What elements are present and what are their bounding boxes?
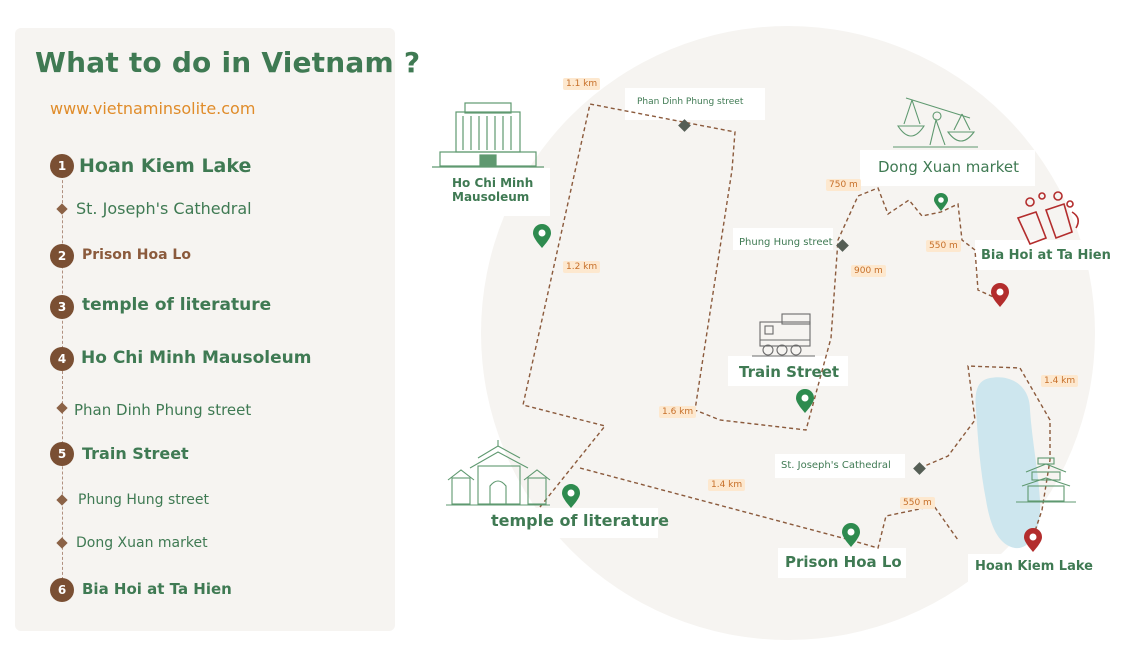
distance-badge: 1.4 km <box>708 479 746 491</box>
distance-badge: 1.6 km <box>659 406 697 418</box>
label-backdrop <box>968 554 1103 584</box>
lake-shape <box>975 377 1041 549</box>
place-label-bia-hoi: Bia Hoi at Ta Hien <box>981 248 1111 263</box>
website-link[interactable]: www.vietnaminsolite.com <box>50 99 256 118</box>
route-path-north <box>522 103 1001 508</box>
step-number-3: 3 <box>50 295 74 319</box>
mausoleum-illustration <box>432 102 544 168</box>
place-label-mausoleum-line1: Ho Chi Minh <box>452 176 534 190</box>
place-label-temple: temple of literature <box>491 511 669 530</box>
list-item-train-street[interactable]: Train Street <box>82 444 189 463</box>
beer-illustration <box>1016 191 1080 246</box>
map-pin-train-street[interactable] <box>796 389 814 413</box>
label-backdrop <box>860 150 1035 186</box>
step-number-6: 6 <box>50 578 74 602</box>
list-item-st-josephs-cathedral[interactable]: St. Joseph's Cathedral <box>76 199 252 218</box>
list-item-prison-hoa-lo[interactable]: Prison Hoa Lo <box>82 247 191 263</box>
place-label-mausoleum: Ho Chi Minh Mausoleum <box>452 176 534 204</box>
map-pin-temple[interactable] <box>562 484 580 508</box>
pagoda-illustration <box>1016 457 1076 503</box>
distance-badge: 900 m <box>851 265 886 277</box>
market-illustration <box>893 97 978 148</box>
distance-badge: 1.1 km <box>563 78 601 90</box>
step-number-4: 4 <box>50 347 74 371</box>
list-item-ho-chi-minh-mausoleum[interactable]: Ho Chi Minh Mausoleum <box>81 348 312 368</box>
place-label-phung-hung: Phung Hung street <box>739 237 833 248</box>
label-backdrop <box>486 508 658 538</box>
distance-badge: 550 m <box>900 497 935 509</box>
place-label-prison: Prison Hoa Lo <box>785 553 902 571</box>
list-item-phan-dinh-phung-street[interactable]: Phan Dinh Phung street <box>74 401 252 419</box>
step-number-2: 2 <box>50 244 74 268</box>
map-pin-hoan-kiem[interactable] <box>1024 528 1042 552</box>
place-label-hoan-kiem: Hoan Kiem Lake <box>975 559 1093 574</box>
page-title: What to do in Vietnam ? <box>35 46 421 79</box>
place-label-st-joseph: St. Joseph's Cathedral <box>781 460 891 471</box>
label-backdrop <box>728 356 848 386</box>
map-pin-bia-hoi[interactable] <box>991 283 1009 307</box>
place-label-train-street: Train Street <box>739 363 840 381</box>
map-background <box>481 26 1095 640</box>
list-item-temple-of-literature[interactable]: temple of literature <box>82 295 272 315</box>
label-backdrop <box>975 240 1115 270</box>
step-number-1: 1 <box>50 154 74 178</box>
label-backdrop <box>430 168 550 216</box>
map-pin-dong-xuan[interactable] <box>934 193 948 211</box>
distance-badge: 1.4 km <box>1041 375 1079 387</box>
label-backdrop <box>778 548 906 578</box>
list-item-hoan-kiem-lake[interactable]: Hoan Kiem Lake <box>79 155 252 177</box>
train-illustration <box>752 313 815 357</box>
label-backdrop <box>775 454 905 478</box>
itinerary-connector-line <box>62 165 63 590</box>
itinerary-panel <box>15 28 395 631</box>
distance-badge: 550 m <box>926 240 961 252</box>
label-backdrop <box>733 228 833 250</box>
place-label-dong-xuan: Dong Xuan market <box>878 158 1020 176</box>
place-label-mausoleum-line2: Mausoleum <box>452 190 530 204</box>
route-path-south <box>579 365 1051 549</box>
map-pin-mausoleum[interactable] <box>533 224 551 248</box>
list-item-bia-hoi-at-ta-hien[interactable]: Bia Hoi at Ta Hien <box>82 580 232 598</box>
distance-badge: 750 m <box>826 179 861 191</box>
list-item-dong-xuan-market[interactable]: Dong Xuan market <box>76 535 208 551</box>
map-pin-prison[interactable] <box>842 523 860 547</box>
step-number-5: 5 <box>50 442 74 466</box>
distance-badge: 1.2 km <box>563 261 601 273</box>
place-label-phan-dinh-phung: Phan Dinh Phung street <box>637 97 744 107</box>
temple-illustration <box>446 440 551 506</box>
list-item-phung-hung-street[interactable]: Phung Hung street <box>78 492 209 508</box>
